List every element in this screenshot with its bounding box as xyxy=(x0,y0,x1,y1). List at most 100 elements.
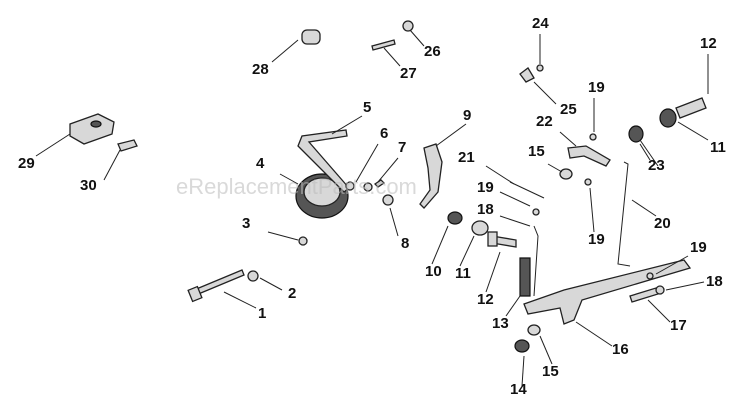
part-25-clamp xyxy=(519,67,535,83)
callout-2: 2 xyxy=(288,285,296,302)
leader-line xyxy=(665,281,705,291)
part-29-bracket xyxy=(69,113,115,145)
part-6-washer xyxy=(363,182,373,192)
callout-24: 24 xyxy=(532,15,549,32)
part-11-spacer xyxy=(471,220,489,236)
screw-head xyxy=(487,231,498,247)
callout-13: 13 xyxy=(492,315,509,332)
part-6-washer xyxy=(345,181,355,191)
part-10-bushing xyxy=(447,211,463,225)
leader-line xyxy=(279,173,299,185)
callout-18: 18 xyxy=(706,273,723,290)
callout-28: 28 xyxy=(252,61,269,78)
leader-line xyxy=(259,277,283,291)
part-5-governor-shaft xyxy=(297,129,350,193)
part-20-governor-rod xyxy=(617,161,631,267)
part-30-fitting xyxy=(117,139,138,152)
part-28-cap xyxy=(301,29,321,45)
part-17-stud xyxy=(629,287,659,303)
callout-19: 19 xyxy=(588,79,605,96)
callout-22: 22 xyxy=(536,113,553,130)
leader-line xyxy=(35,133,71,157)
part-27-screw xyxy=(371,39,396,51)
leader-line xyxy=(639,143,651,161)
part-18-nut xyxy=(655,285,665,295)
part-1-bolt xyxy=(193,269,245,296)
callout-14: 14 xyxy=(510,381,527,398)
leader-line xyxy=(485,251,501,293)
bolt-head xyxy=(187,285,203,303)
leader-line xyxy=(355,143,379,183)
part-3-nut xyxy=(298,236,308,246)
callout-27: 27 xyxy=(400,65,417,82)
callout-19: 19 xyxy=(477,179,494,196)
leader-line xyxy=(547,163,563,173)
callout-6: 6 xyxy=(380,125,388,142)
part-15-washer xyxy=(527,324,541,336)
leader-line xyxy=(459,235,475,267)
leader-line xyxy=(677,121,709,141)
callout-26: 26 xyxy=(424,43,441,60)
part-19-clip xyxy=(532,208,540,216)
leader-line xyxy=(103,149,121,181)
callout-19: 19 xyxy=(690,239,707,256)
leader-line xyxy=(485,165,515,185)
part-19-clip xyxy=(584,178,592,186)
part-21-link xyxy=(509,181,545,199)
leader-line xyxy=(383,47,401,67)
part-26-nut xyxy=(402,20,414,32)
leader-line xyxy=(271,39,299,63)
callout-17: 17 xyxy=(670,317,687,334)
callout-4: 4 xyxy=(256,155,265,172)
leader-line xyxy=(521,355,525,387)
callout-5: 5 xyxy=(363,99,371,116)
part-4-governor-gear xyxy=(295,173,349,219)
leader-line xyxy=(575,321,613,347)
callout-12: 12 xyxy=(477,291,494,308)
leader-line xyxy=(377,157,399,183)
leader-line xyxy=(505,295,521,317)
part-23-spring xyxy=(628,125,644,143)
part-2-nut xyxy=(247,270,259,282)
callout-23: 23 xyxy=(648,157,665,174)
part-14-nut xyxy=(514,339,530,353)
leader-line xyxy=(647,299,671,323)
part-13-spring xyxy=(519,257,531,297)
leader-line xyxy=(655,255,689,275)
callout-16: 16 xyxy=(612,341,629,358)
part-19-clip xyxy=(589,133,597,141)
callout-8: 8 xyxy=(401,235,409,252)
leader-line xyxy=(267,231,299,241)
callout-9: 9 xyxy=(463,107,471,124)
watermark: eReplacementParts.com xyxy=(176,174,417,199)
bracket-hole xyxy=(90,120,102,128)
callout-15: 15 xyxy=(542,363,559,380)
leader-line xyxy=(499,215,531,227)
part-8-washer xyxy=(382,194,394,206)
leader-line xyxy=(431,225,449,265)
part-24-screw xyxy=(536,64,544,72)
callout-29: 29 xyxy=(18,155,35,172)
part-19-clip xyxy=(646,272,654,280)
leader-line xyxy=(559,131,577,147)
leader-line xyxy=(499,191,531,207)
leader-line xyxy=(389,207,399,237)
callout-7: 7 xyxy=(398,139,406,156)
leader-line xyxy=(223,291,257,309)
callout-20: 20 xyxy=(654,215,671,232)
callout-15: 15 xyxy=(528,143,545,160)
callout-19: 19 xyxy=(588,231,605,248)
callout-11: 11 xyxy=(710,139,726,156)
part-12-stud xyxy=(675,97,707,119)
part-16-throttle-lever xyxy=(523,259,692,325)
spring-tail xyxy=(639,139,659,167)
callout-18: 18 xyxy=(477,201,494,218)
parts-illustration xyxy=(69,20,707,353)
part-11-bushing xyxy=(659,108,677,128)
leader-line xyxy=(331,115,363,135)
leader-line xyxy=(409,29,425,47)
callout-30: 30 xyxy=(80,177,97,194)
callout-12: 12 xyxy=(700,35,717,52)
